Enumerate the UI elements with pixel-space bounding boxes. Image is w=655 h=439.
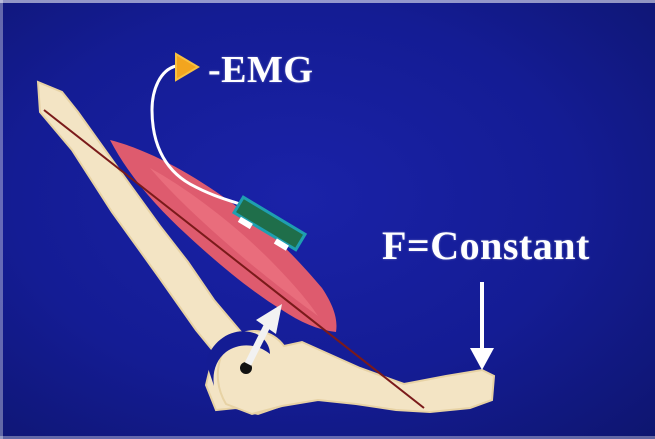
arrow-down-icon	[470, 282, 494, 370]
emg-label: -EMG	[208, 48, 313, 92]
force-label: F=Constant	[382, 222, 590, 269]
play-triangle-icon	[176, 54, 198, 80]
